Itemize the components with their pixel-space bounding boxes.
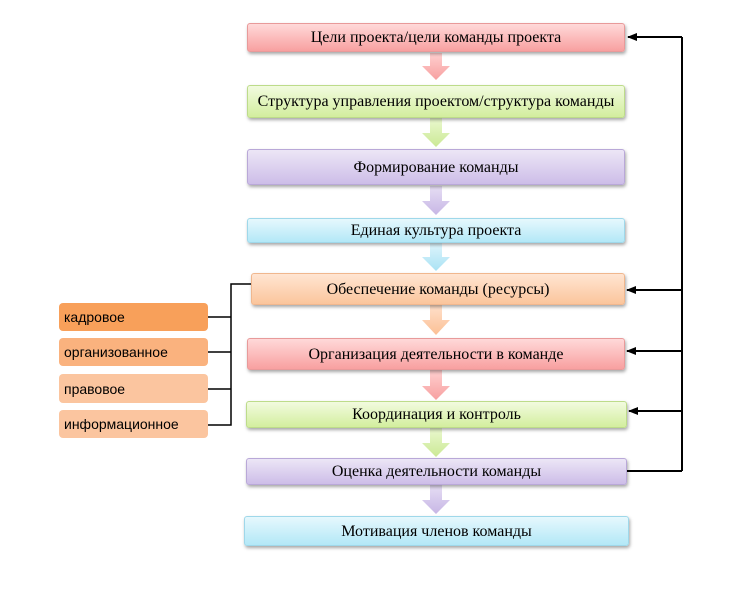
step-unified-culture: Единая культура проекта xyxy=(247,218,625,243)
step-label: Единая культура проекта xyxy=(350,222,522,239)
step-label: Обеспечение команды (ресурсы) xyxy=(326,280,550,298)
down-arrow-7 xyxy=(422,428,450,457)
step-project-goals: Цели проекта/цели команды проекта xyxy=(247,23,625,52)
step-team-resources: Обеспечение команды (ресурсы) xyxy=(251,273,625,305)
step-label: Мотивация членов команды xyxy=(341,522,532,540)
down-arrow-4 xyxy=(422,243,450,271)
resource-legal: правовое xyxy=(59,374,208,403)
step-label: Организация деятельности в команде xyxy=(308,345,564,363)
resource-label: организованное xyxy=(64,344,168,360)
down-arrow-3 xyxy=(422,186,450,215)
resource-personnel: кадровое xyxy=(59,303,208,331)
step-label: Цели проекта/цели команды проекта xyxy=(310,29,562,46)
down-arrow-8 xyxy=(422,485,450,514)
step-team-motivation: Мотивация членов команды xyxy=(244,516,629,546)
step-management-structure: Структура управления проектом/структура … xyxy=(247,85,625,118)
step-team-evaluation: Оценка деятельности команды xyxy=(246,458,627,485)
down-arrow-1 xyxy=(422,53,450,80)
down-arrow-2 xyxy=(422,118,450,147)
resource-bracket xyxy=(208,283,251,426)
step-team-organization: Организация деятельности в команде xyxy=(247,338,625,370)
resource-label: информационное xyxy=(64,416,179,432)
step-label: Координация и контроль xyxy=(352,406,521,423)
resource-label: кадровое xyxy=(64,309,125,325)
step-coordination-control: Координация и контроль xyxy=(246,401,627,428)
resource-organizational: организованное xyxy=(59,338,208,366)
step-team-formation: Формирование команды xyxy=(247,149,625,185)
down-arrow-5 xyxy=(422,305,450,335)
down-arrow-6 xyxy=(422,370,450,400)
step-label: Формирование команды xyxy=(353,158,519,176)
resource-informational: информационное xyxy=(59,410,208,438)
step-label: Структура управления проектом/структура … xyxy=(257,93,615,110)
step-label: Оценка деятельности команды xyxy=(331,463,542,480)
resource-label: правовое xyxy=(64,380,126,397)
